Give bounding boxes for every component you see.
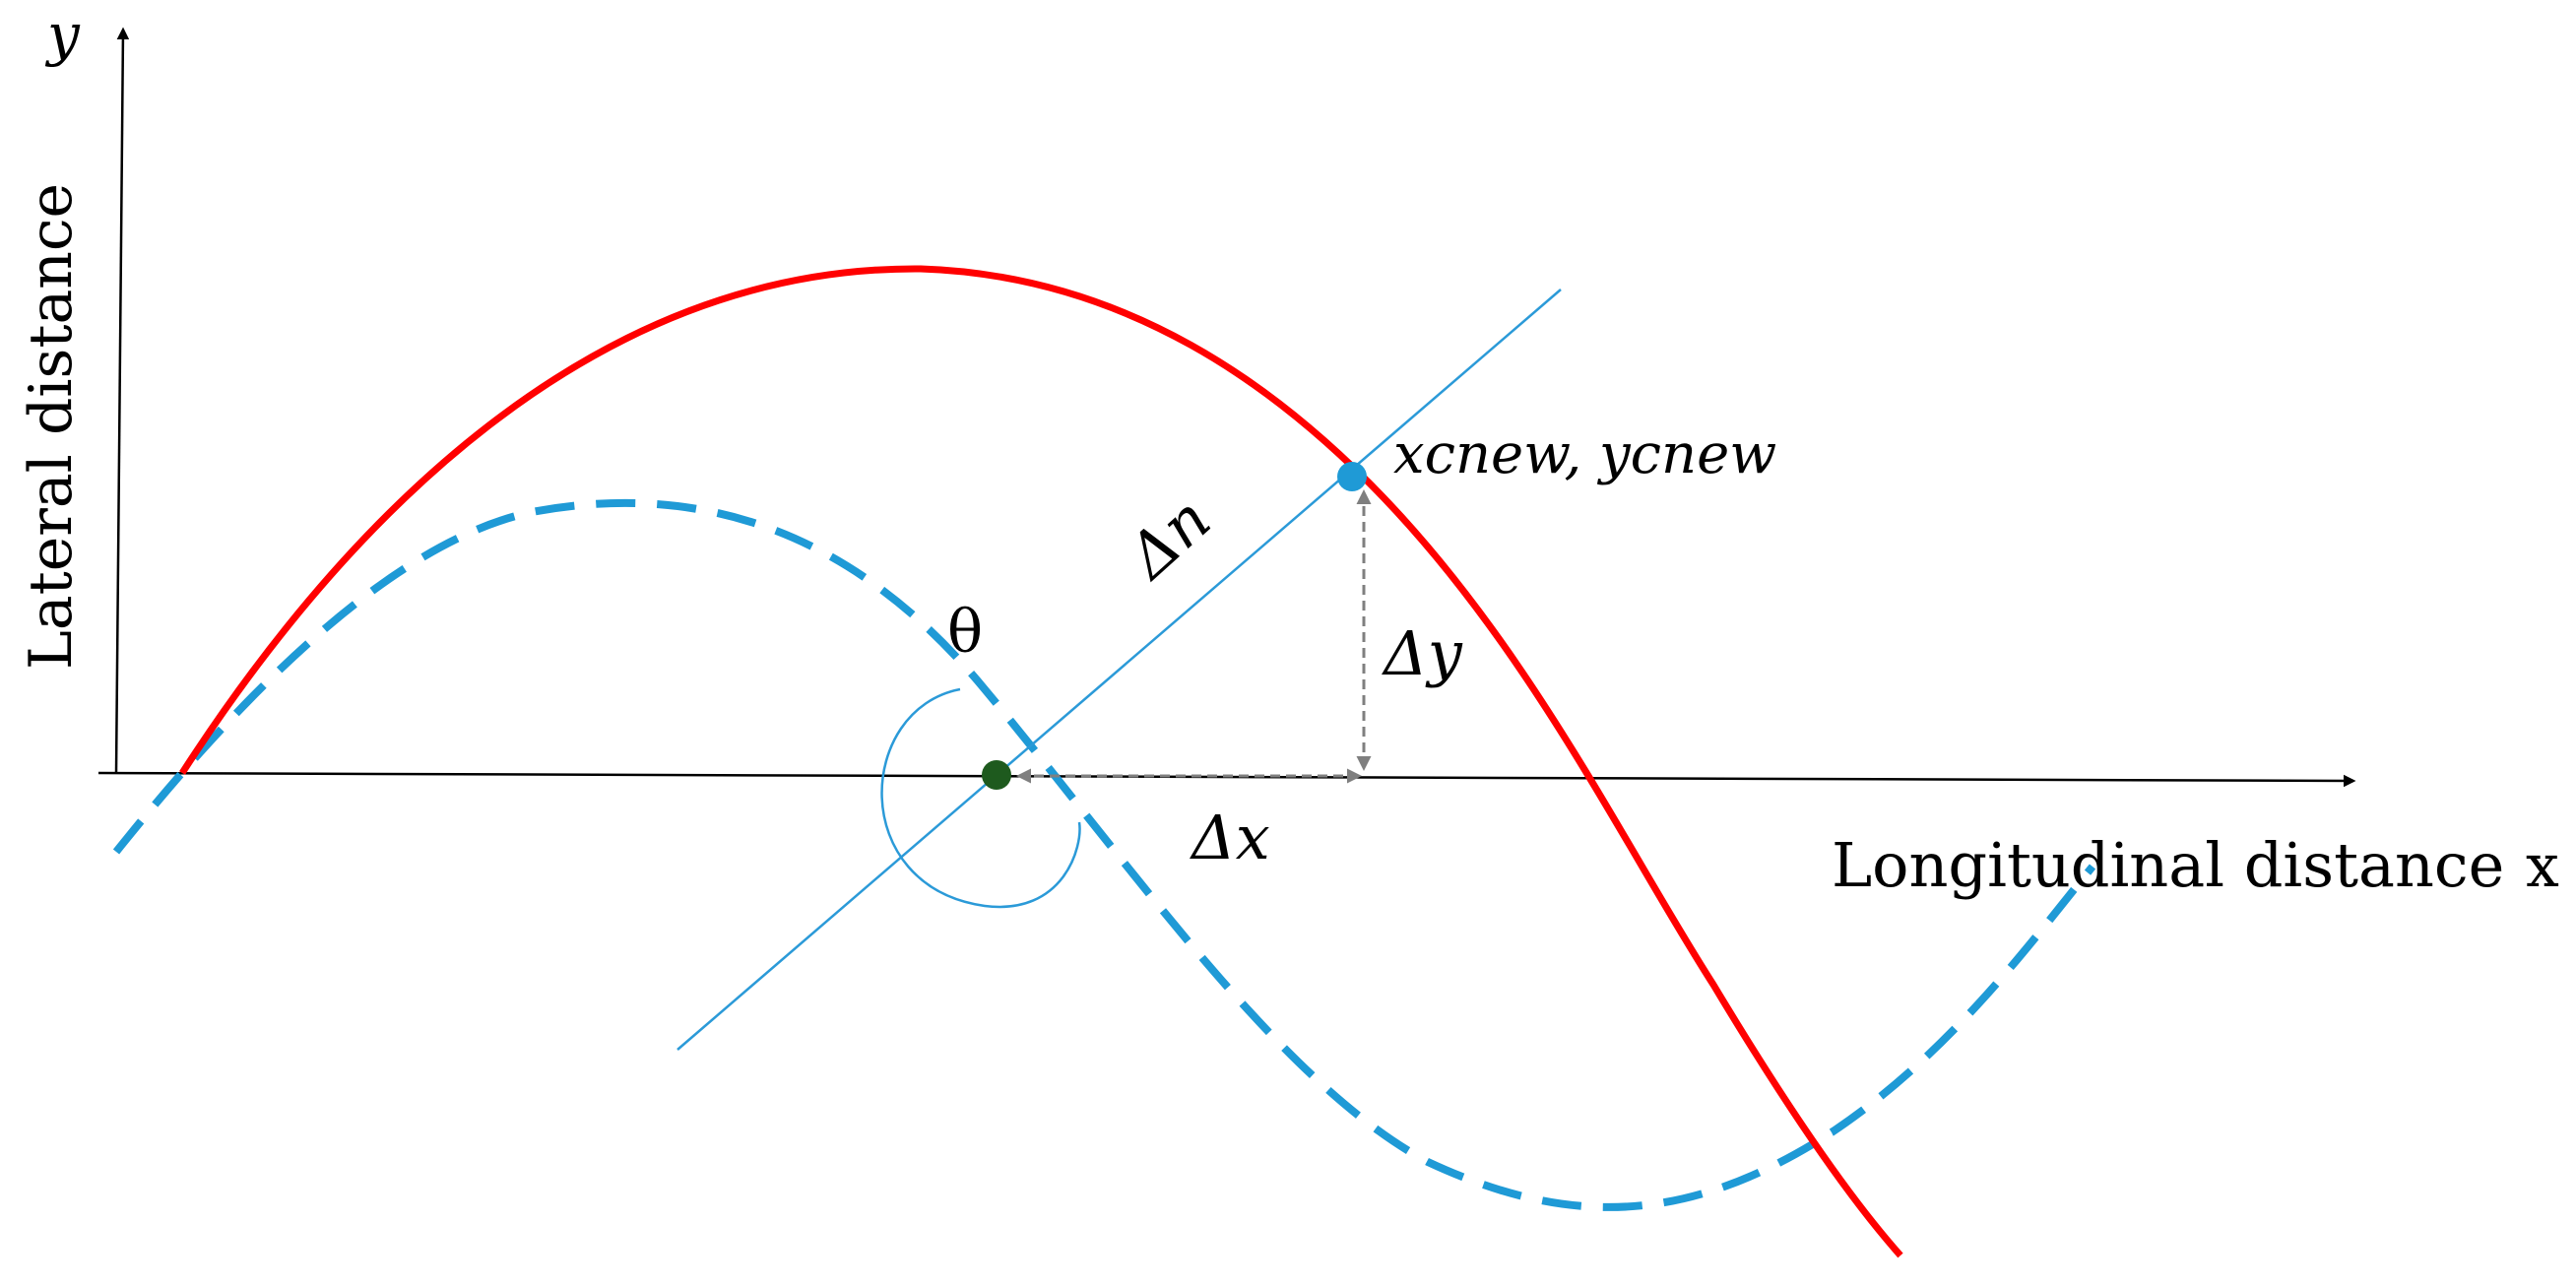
theta-angle-arc <box>880 687 1081 909</box>
new-point-label: xcnew, ycnew <box>1393 422 1776 486</box>
trajectory-solid-curve <box>179 265 1903 1258</box>
x-axis-symbol: x <box>2526 832 2559 901</box>
reference-dashed-curve <box>112 498 2096 1211</box>
delta-y-label: Δy <box>1382 617 1463 689</box>
y-axis-symbol: y <box>44 1 81 68</box>
x-axis-label: Longitudinal distance <box>1832 829 2504 901</box>
y-axis <box>114 27 130 774</box>
origin-point <box>982 760 1011 790</box>
delta-x-label: Δx <box>1190 802 1270 873</box>
delta-n-label: Δn <box>1113 483 1224 593</box>
new-point <box>1337 462 1367 491</box>
theta-label: θ <box>947 598 983 667</box>
y-axis-label: Lateral distance <box>17 183 86 670</box>
normal-line <box>676 289 1562 1051</box>
